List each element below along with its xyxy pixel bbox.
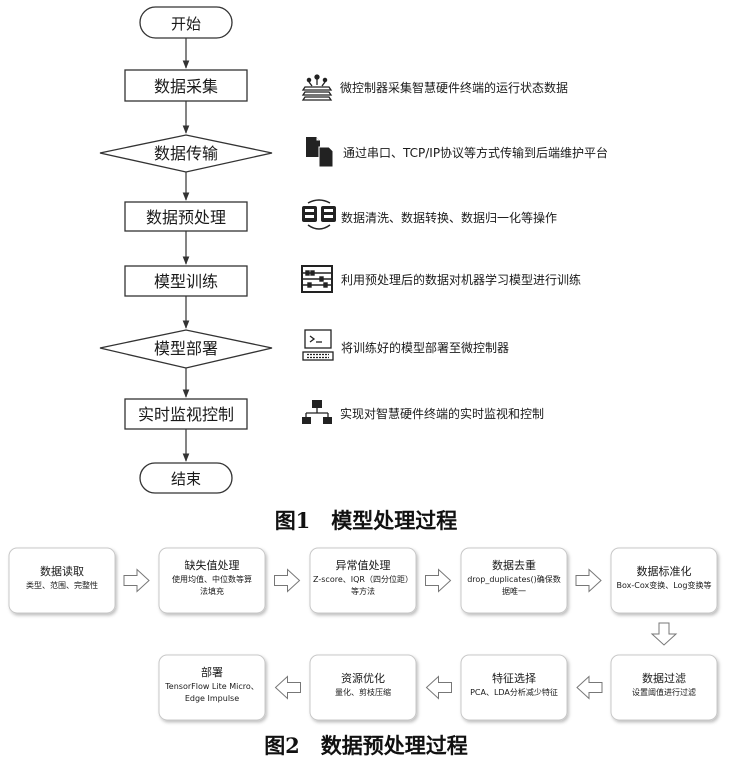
step1-box [124,69,248,102]
step-realtime-monitoring: 实时监视控制 [124,398,248,430]
pipeline-box: 异常值处理 Z-score、IQR（四分位距） 等方法 [309,547,417,614]
hollow-arrow-right [274,568,301,593]
pipeline-box-shape [309,547,417,614]
step-data-transfer: 数据传输 [99,134,273,173]
hollow-arrow-right [123,568,150,593]
figure1-caption: 图1 模型处理过程 [275,508,458,533]
step3-label: 数据预处理 [146,208,226,227]
sensor-stack-icon [301,74,333,101]
pipeline-box-title: 数据去重 [492,558,536,572]
pipeline-box-detail: 类型、范围、完整性 [26,580,98,590]
start-shape [139,6,233,39]
pipeline-box-detail: 设置阈值进行过滤 [632,687,696,697]
step5-description: 将训练好的模型部署至微控制器 [341,340,509,355]
pipeline-box-title: 资源优化 [341,671,385,685]
step2-description: 通过串口、TCP/IP协议等方式传输到后端维护平台 [343,145,608,160]
step4-box [124,265,248,297]
pipeline-box-title: 数据读取 [40,564,84,578]
pipeline-box-title: 部署 [201,665,223,679]
step1-description: 微控制器采集智慧硬件终端的运行状态数据 [340,80,568,95]
hollow-arrow-left [425,675,452,700]
pipeline-box-detail: 据唯一 [502,586,526,596]
pipeline-box-shape [460,654,568,721]
pipeline-box: 特征选择 PCA、LDA分析减少特征 [460,654,568,721]
start-label: 开始 [171,15,201,33]
pipeline-box-title: 数据过滤 [642,671,686,685]
figure2: 数据读取类型、范围、完整性缺失值处理使用均值、中位数等算法填充异常值处理Z-sc… [8,547,718,758]
step5-label: 模型部署 [154,339,218,358]
pipeline-box-shape [158,654,266,721]
pipeline-box: 数据标准化 Box-Cox变换、Log变换等 [610,547,718,614]
step-data-collection: 数据采集 [124,69,248,102]
network-monitor-icon [302,400,332,424]
pipeline-box: 部署 TensorFlow Lite Micro、 Edge Impulse [158,654,266,721]
terminal-keyboard-icon [302,329,334,361]
pipeline-box-detail: TensorFlow Lite Micro、 [164,682,259,691]
pipeline-arrows [123,568,678,700]
pipeline-box-shape [460,547,568,614]
hollow-arrow-right [425,568,452,593]
figure2-caption: 图2 数据预处理过程 [264,733,468,758]
step6-box [124,398,248,430]
step3-box [124,201,248,232]
start-terminal: 开始 [139,6,233,39]
pipeline-box-title: 数据标准化 [637,564,692,578]
step3-description: 数据清洗、数据转换、数据归一化等操作 [341,210,557,225]
hollow-arrow-down [650,622,678,646]
pipeline-box-detail: 使用均值、中位数等算 [172,574,252,584]
abacus-icon [301,265,333,293]
pipeline-box-title: 缺失值处理 [185,558,240,572]
step-model-deploy: 模型部署 [99,329,273,369]
end-terminal: 结束 [139,462,233,494]
pipeline-box-shape [610,654,718,721]
step-preprocessing: 数据预处理 [124,201,248,232]
pipeline-box-detail: drop_duplicates()确保数 [467,574,561,584]
pipeline-box-shape [309,654,417,721]
pipeline-box-title: 特征选择 [492,671,536,685]
step1-label: 数据采集 [154,77,218,96]
pipeline-box-detail: PCA、LDA分析减少特征 [470,687,558,697]
step-model-training: 模型训练 [124,265,248,297]
pipeline-box-detail: Z-score、IQR（四分位距） [313,574,413,584]
end-label: 结束 [171,470,201,488]
hollow-arrow-left [576,675,603,700]
document-transfer-icon [306,137,334,168]
pipeline-box-detail: 法填充 [200,586,224,596]
pipeline-box-shape [158,547,266,614]
pipeline-box-shape [610,547,718,614]
step2-diamond [99,134,273,173]
step5-diamond [99,329,273,369]
pipeline-box-detail: 等方法 [351,586,375,596]
step6-label: 实时监视控制 [138,405,234,424]
pipeline-box-title: 异常值处理 [336,559,391,572]
data-processing-icon [302,199,336,230]
step2-label: 数据传输 [154,144,218,163]
step4-label: 模型训练 [154,272,218,291]
pipeline-box-detail: 量化、剪枝压缩 [335,687,391,697]
step6-description: 实现对智慧硬件终端的实时监视和控制 [340,406,544,421]
step4-description: 利用预处理后的数据对机器学习模型进行训练 [341,272,581,287]
pipeline-box-shape [8,547,116,614]
hollow-arrow-left [274,675,301,700]
pipeline-box-detail: Box-Cox变换、Log变换等 [616,580,711,590]
hollow-arrow-right [575,568,602,593]
figure1: 开始 数据采集 数据传输 数据预处理 模型训练 模型部署 [99,6,608,533]
pipeline-boxes: 数据读取类型、范围、完整性缺失值处理使用均值、中位数等算法填充异常值处理Z-sc… [8,547,718,721]
pipeline-box-detail: Edge Impulse [185,694,239,703]
end-shape [139,462,233,494]
